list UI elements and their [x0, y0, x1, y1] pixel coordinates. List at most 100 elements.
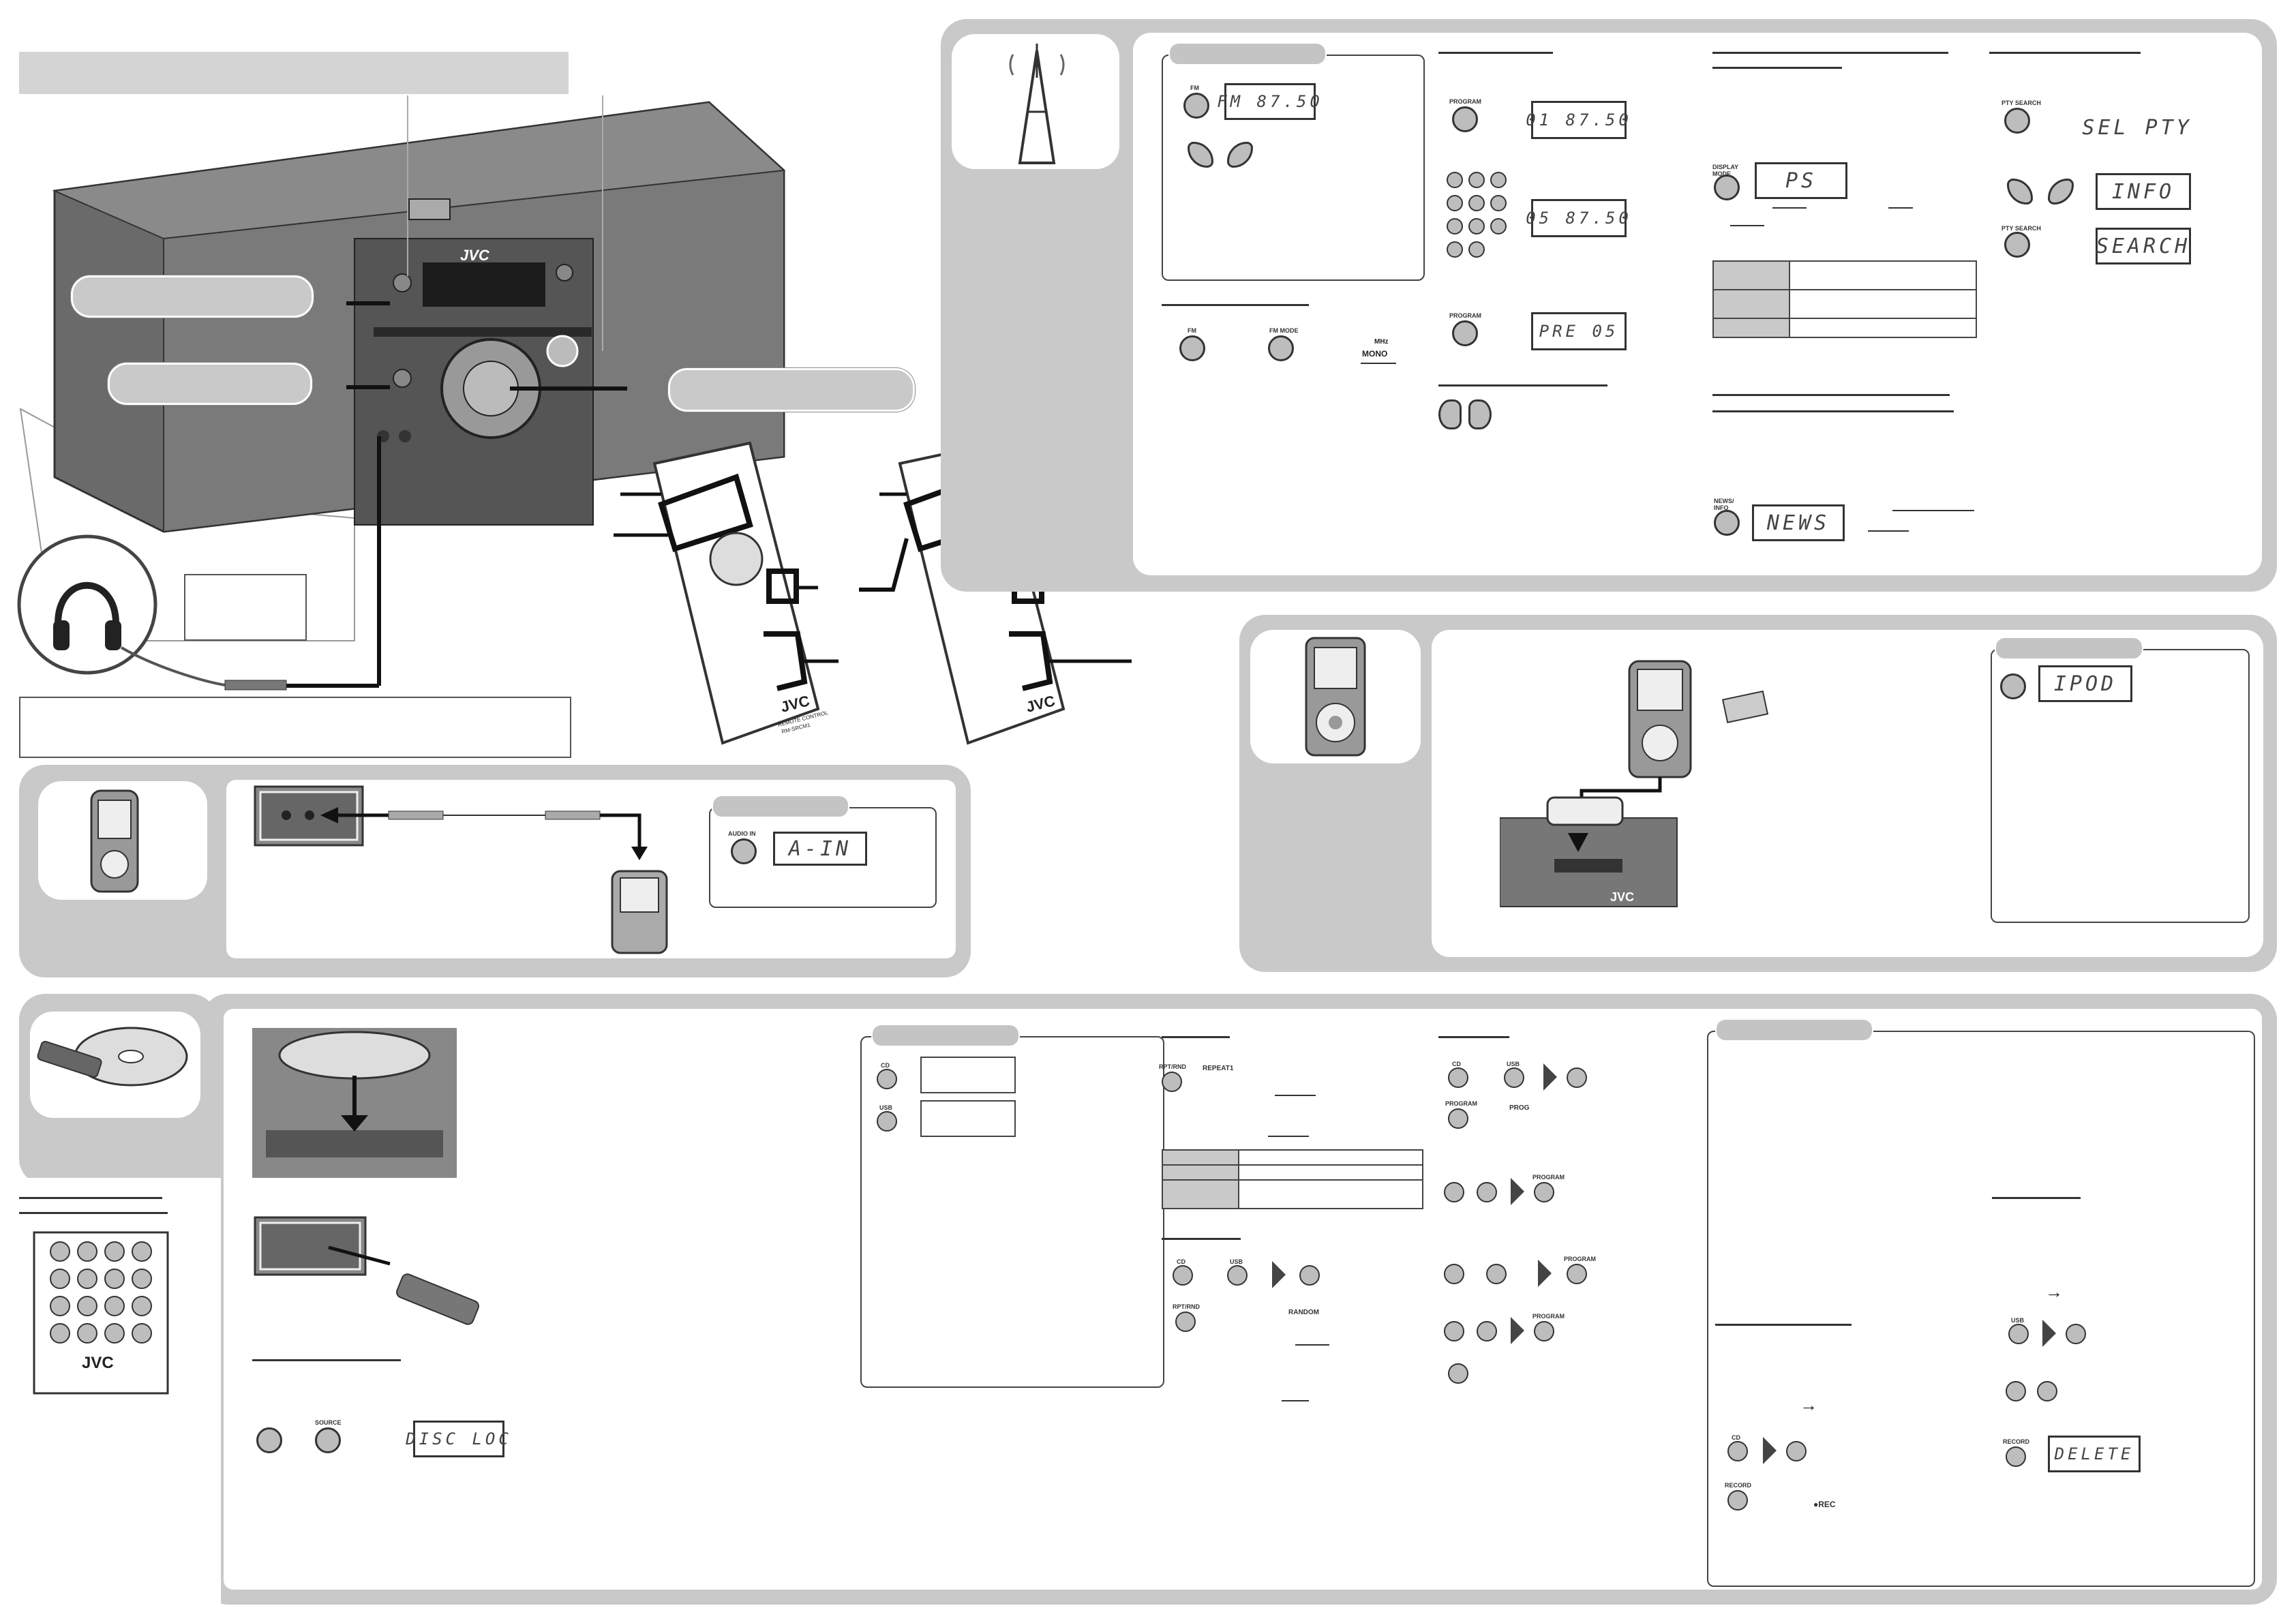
prog-next-button[interactable]	[1477, 1182, 1497, 1202]
folder-down-button[interactable]	[1444, 1264, 1464, 1284]
repeat-heading	[1162, 1036, 1230, 1038]
pty-search-label-2: PTY SEARCH	[2002, 225, 2041, 232]
prog-prev-button[interactable]	[1444, 1182, 1464, 1202]
ps-arrow-mid	[1888, 207, 1913, 209]
delete-display: DELETE	[2048, 1436, 2141, 1472]
ipod-button[interactable]	[2000, 673, 2026, 699]
usb-insert-illustration	[254, 1216, 479, 1325]
program-label-3: PROGRAM	[1445, 1100, 1477, 1107]
search-display: SEARCH	[2096, 228, 2191, 264]
delete-prev-button[interactable]	[2006, 1381, 2026, 1401]
cd-button-4[interactable]	[1727, 1441, 1748, 1461]
cd-label-3: CD	[1452, 1061, 1461, 1067]
cd-label: CD	[881, 1062, 890, 1069]
keypad-heading-1	[19, 1197, 162, 1199]
stop-button-2[interactable]	[1567, 1067, 1587, 1088]
news-heading-2	[1712, 410, 1954, 412]
audio-in-button[interactable]	[731, 838, 757, 864]
news-info-button[interactable]	[1714, 510, 1740, 536]
ps-display: PS	[1755, 162, 1847, 199]
program-label-6: PROGRAM	[1532, 1313, 1565, 1320]
cd-button-3[interactable]	[1448, 1067, 1468, 1088]
program-button-4[interactable]	[1534, 1182, 1554, 1202]
program-label: PROGRAM	[1449, 98, 1481, 105]
repeat-arrow-2	[1268, 1136, 1309, 1137]
recording-box	[1707, 1031, 2255, 1587]
source-button[interactable]	[315, 1427, 341, 1453]
cd-label-4: CD	[1732, 1434, 1740, 1441]
repeat-table	[1162, 1149, 1423, 1209]
mono-unit: MHz	[1374, 338, 1389, 346]
fm-mode-label: FM MODE	[1269, 327, 1299, 334]
fm-button-2[interactable]	[1179, 335, 1205, 361]
fm-button[interactable]	[1183, 93, 1209, 119]
record-button[interactable]	[1727, 1490, 1748, 1511]
stop-button[interactable]	[1299, 1265, 1320, 1286]
program-button-2[interactable]	[1452, 320, 1478, 346]
repeat-arrow-1	[1275, 1095, 1316, 1096]
record-button-2[interactable]	[2006, 1446, 2026, 1467]
display-mode-button[interactable]	[1714, 175, 1740, 200]
pty-heading	[1989, 52, 2141, 54]
usb-button[interactable]	[877, 1111, 897, 1132]
audio-in-label: AUDIO IN	[728, 830, 756, 837]
disc-loc-display: DISC LOC	[406, 1421, 509, 1457]
ipod-display: IPOD	[2038, 665, 2132, 702]
prog-label: PROG	[1509, 1104, 1530, 1112]
program-button-5[interactable]	[1567, 1264, 1587, 1284]
play-pause-button[interactable]	[1448, 1363, 1468, 1384]
callout-pill-3	[668, 368, 915, 412]
delete-heading	[1992, 1197, 2081, 1199]
audio-in-tag	[712, 795, 849, 818]
usb-symbol-icon: →	[1800, 1395, 1817, 1415]
fm-mode-button[interactable]	[1268, 335, 1294, 361]
rpt-rnd-button[interactable]	[1162, 1072, 1182, 1092]
random-label: RANDOM	[1288, 1309, 1319, 1316]
next-preset-button[interactable]	[1468, 399, 1492, 429]
portable-player-icon	[90, 789, 139, 893]
random-heading	[1162, 1238, 1241, 1240]
pty-search-button[interactable]	[2004, 108, 2030, 134]
prog-step-arrow-3	[1538, 1260, 1552, 1287]
prog-heading	[1438, 1036, 1509, 1038]
jvc-logo-unit: JVC	[460, 247, 489, 264]
rec-indicator: ●REC	[1813, 1500, 1836, 1509]
folder-up-button[interactable]	[1486, 1264, 1507, 1284]
number-keypad[interactable]	[1445, 170, 1511, 270]
delete-next-button[interactable]	[2037, 1381, 2057, 1401]
record-label-2: RECORD	[2003, 1438, 2030, 1445]
ipod-icon	[1305, 637, 1366, 757]
jvc-logo-keypad: JVC	[82, 1354, 114, 1372]
keypad-heading-2	[19, 1212, 168, 1214]
fm-display: FM 87.50	[1217, 83, 1320, 120]
rds-heading-2	[1712, 67, 1842, 69]
pty-search-button-2[interactable]	[2004, 232, 2030, 258]
track-prev-button[interactable]	[1444, 1321, 1464, 1341]
caution-note-box	[19, 697, 571, 758]
cd-button[interactable]	[877, 1069, 897, 1089]
display-mode-label: DISPLAY MODE	[1712, 164, 1739, 177]
track-next-button[interactable]	[1477, 1321, 1497, 1341]
rpt-rnd-label-2: RPT/RND	[1173, 1303, 1200, 1310]
stop-button-3[interactable]	[1786, 1441, 1807, 1461]
usb-button-2[interactable]	[1227, 1265, 1248, 1286]
program-button-6[interactable]	[1534, 1321, 1554, 1341]
random-arrow-2	[1282, 1400, 1309, 1401]
usb-button-4[interactable]	[2008, 1324, 2029, 1344]
cd-button-2[interactable]	[1173, 1265, 1193, 1286]
disc-load-illustration	[252, 1028, 457, 1178]
preset-select-heading	[1438, 384, 1607, 386]
recording-tag	[1715, 1018, 1873, 1042]
program-button[interactable]	[1452, 106, 1478, 132]
prev-preset-button[interactable]	[1438, 399, 1462, 429]
title-bar	[19, 52, 569, 94]
ps-arrow-ret	[1730, 225, 1764, 226]
news-arrow	[1892, 510, 1974, 511]
usb-button-3[interactable]	[1504, 1067, 1524, 1088]
eject-button[interactable]	[256, 1427, 282, 1453]
play-pause-button-2[interactable]	[2066, 1324, 2086, 1344]
callout-pill-1	[71, 275, 314, 318]
program-button-3[interactable]	[1448, 1108, 1468, 1129]
rpt-rnd-button-2[interactable]	[1175, 1311, 1196, 1332]
program-label-4: PROGRAM	[1532, 1174, 1565, 1181]
